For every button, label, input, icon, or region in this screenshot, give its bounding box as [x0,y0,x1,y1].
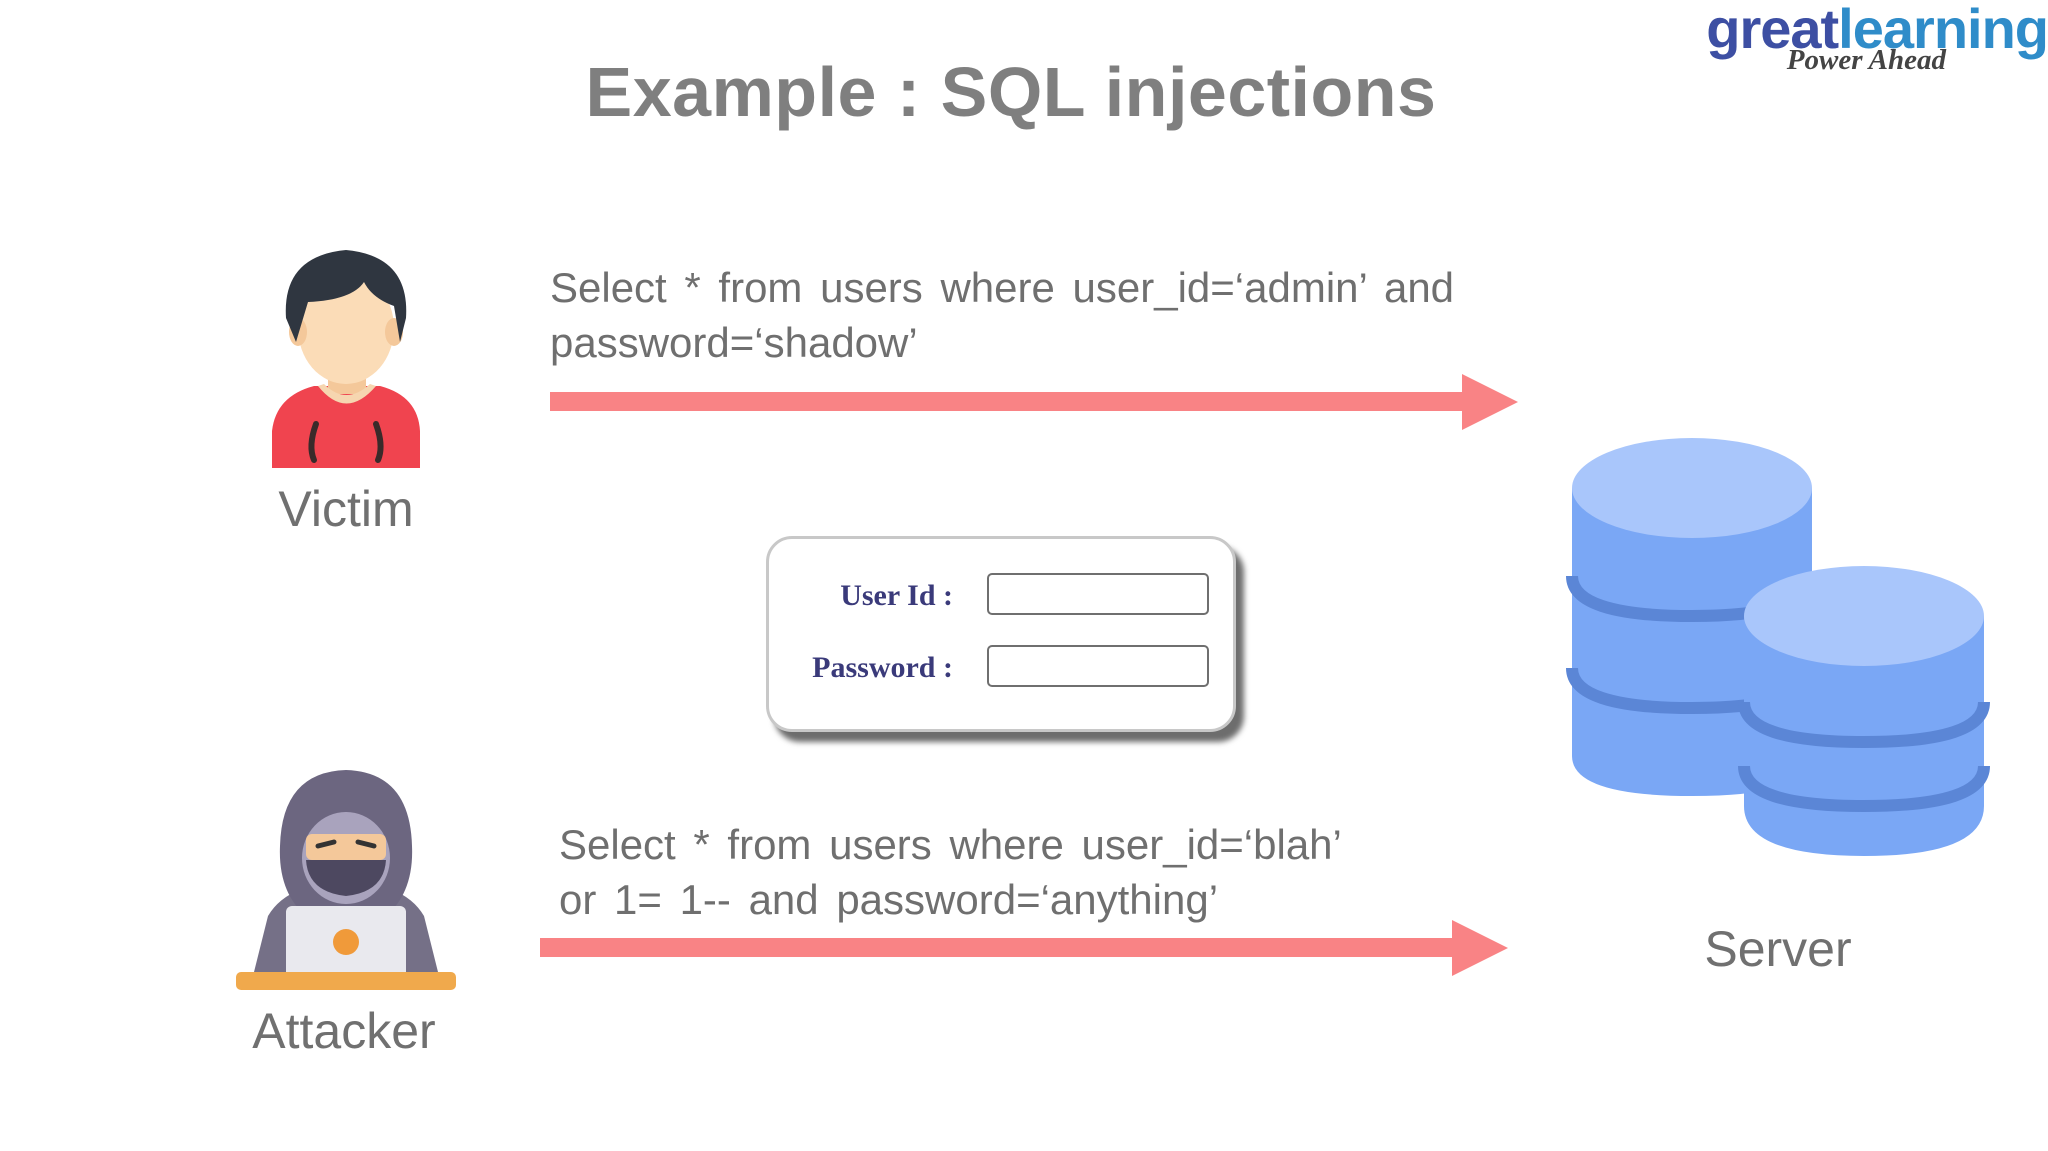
victim-label: Victim [278,481,414,537]
logo-word-learning: learning [1838,0,2048,60]
user-id-label: User Id : [840,579,953,612]
attacker-query-line-1: Select * from users where user_id=‘blah’ [559,821,1342,868]
password-field[interactable] [987,645,1209,687]
password-label: Password : [812,651,953,684]
server-label: Server [1704,921,1852,977]
greatlearning-logo: greatlearning Power Ahead [1648,0,2048,90]
victim-person-icon [272,250,420,468]
slide-title: Example : SQL injections [585,53,1437,131]
victim-query-line-2: password=‘shadow’ [550,319,918,366]
logo-wordmark: greatlearning [1706,0,2048,61]
attacker-label: Attacker [252,1003,436,1059]
user-id-field[interactable] [987,573,1209,615]
victim-query-line-1: Select * from users where user_id=‘admin… [550,264,1455,311]
logo-word-great: great [1706,0,1839,60]
server-database-icon [1566,438,1990,856]
victim-request-arrow [550,374,1518,430]
attacker-query-line-2: or 1= 1-- and password=‘anything’ [559,876,1219,923]
database-cylinder-front [1738,566,1990,856]
attacker-hacker-icon [236,770,456,990]
login-form-illustration: User Id : Password : [766,536,1236,732]
logo-tagline: Power Ahead [1786,44,1946,76]
attacker-request-arrow [540,920,1508,976]
